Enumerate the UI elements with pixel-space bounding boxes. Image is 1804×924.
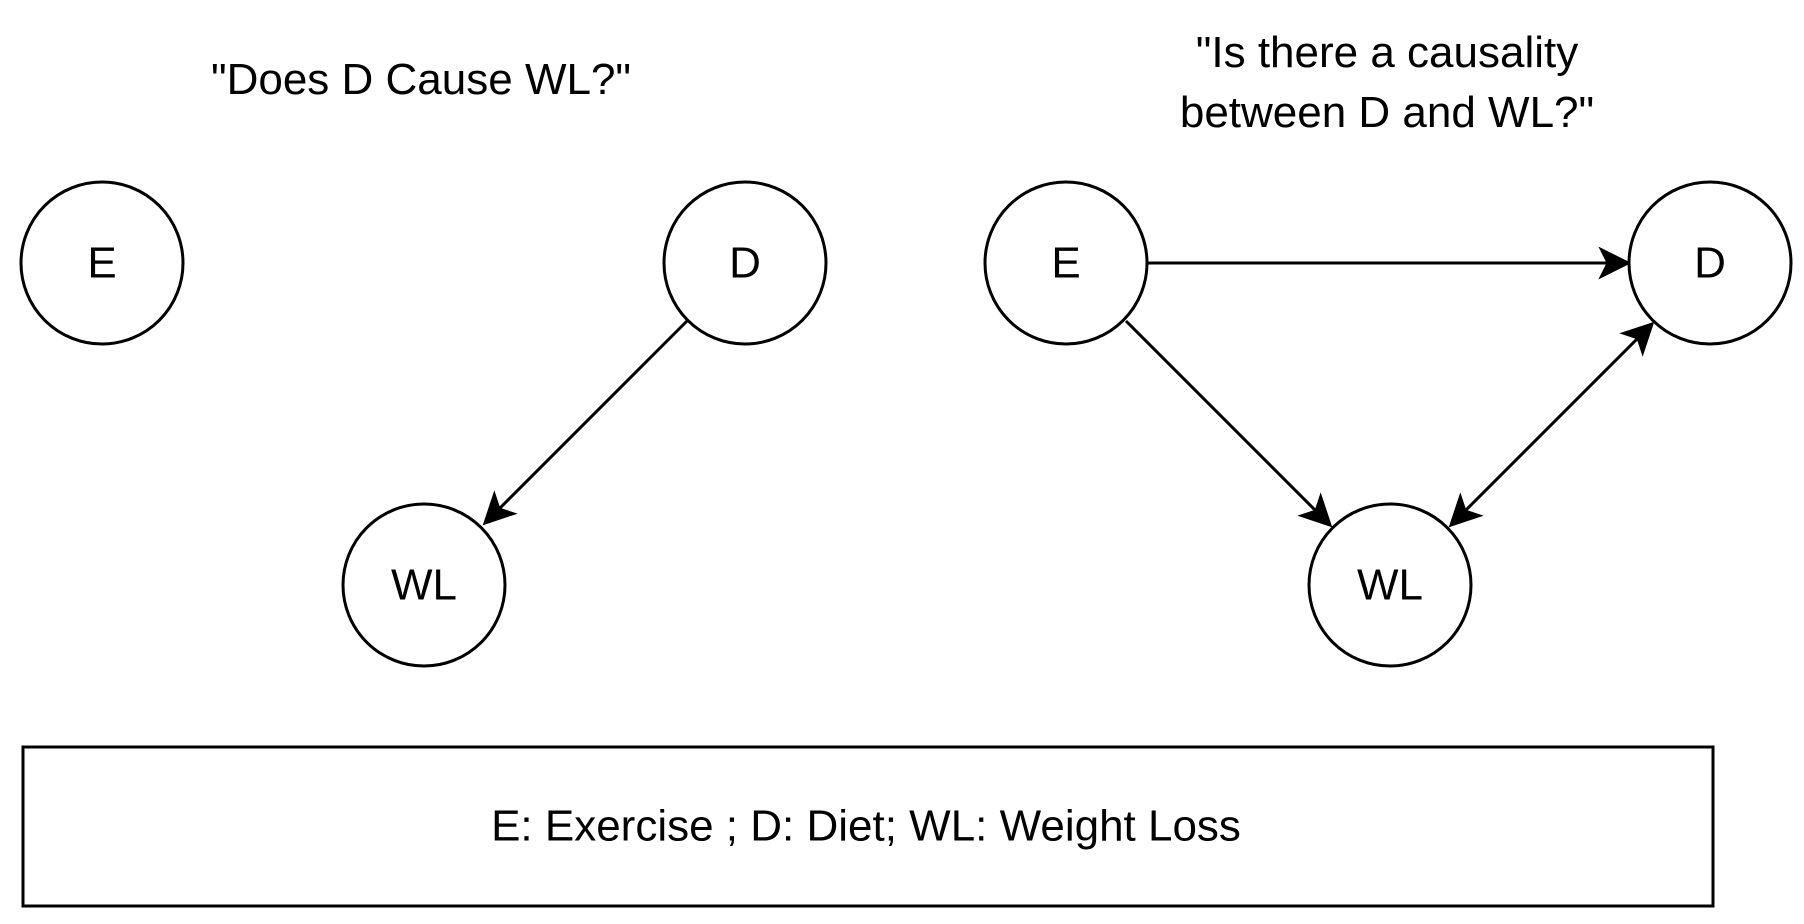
right-node-e[interactable]: E <box>983 180 1149 346</box>
left-node-e[interactable]: E <box>19 180 185 346</box>
right-panel-title-line2: between D and WL?" <box>1180 88 1594 137</box>
node-e-circle <box>19 180 185 346</box>
left-node-wl[interactable]: WL <box>341 502 507 668</box>
node-wl-label: WL <box>391 561 457 610</box>
legend: E: Exercise ; D: Diet; WL: Weight Loss <box>21 745 1715 908</box>
node-e-circle <box>983 180 1149 346</box>
node-d-label: D <box>1694 239 1726 288</box>
right-node-d[interactable]: D <box>1627 180 1793 346</box>
right-panel-title-line1: "Is there a causality <box>1196 28 1578 77</box>
legend-text: E: Exercise ; D: Diet; WL: Weight Loss <box>491 802 1241 851</box>
node-wl-circle <box>341 502 507 668</box>
legend-box <box>21 745 1715 908</box>
node-e-label: E <box>1051 239 1080 288</box>
node-e-label: E <box>87 239 116 288</box>
left-panel: "Does D Cause WL?" E D WL <box>19 55 828 668</box>
right-node-wl[interactable]: WL <box>1307 502 1473 668</box>
left-node-d[interactable]: D <box>662 180 828 346</box>
node-wl-label: WL <box>1357 561 1423 610</box>
left-panel-title: "Does D Cause WL?" <box>211 55 631 104</box>
node-d-circle <box>662 180 828 346</box>
edge-d-to-wl <box>482 319 689 526</box>
node-d-label: D <box>729 239 761 288</box>
node-d-circle <box>1627 180 1793 346</box>
node-wl-circle <box>1307 502 1473 668</box>
edge-e-to-wl <box>1124 319 1333 528</box>
edge-d-wl-bidirectional <box>1448 321 1655 528</box>
right-panel: "Is there a causality between D and WL?"… <box>983 28 1793 668</box>
